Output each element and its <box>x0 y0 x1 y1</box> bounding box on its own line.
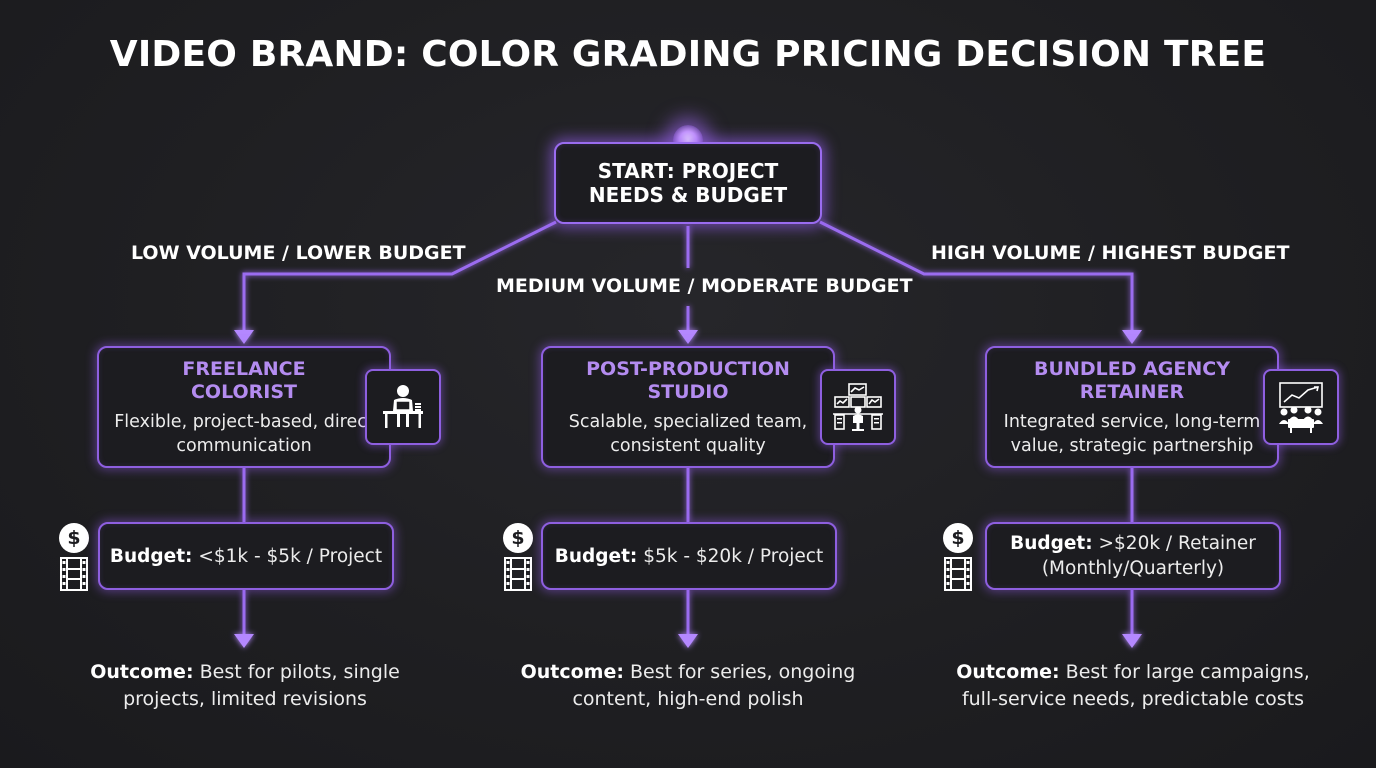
page-title: VIDEO BRAND: COLOR GRADING PRICING DECIS… <box>109 34 1267 75</box>
branch-label-low: LOW VOLUME / LOWER BUDGET <box>131 242 466 264</box>
arrow-head-right-1 <box>1122 330 1142 344</box>
option-node-studio: POST-PRODUCTION STUDIO Scalable, special… <box>541 346 835 468</box>
outcome-label: Outcome: <box>520 661 624 683</box>
outcome-text-freelance: Best for pilots, single projects, limite… <box>123 661 400 710</box>
connector-right <box>819 220 1134 330</box>
film-strip-icon <box>504 557 532 591</box>
budget-label: Budget: <box>109 545 193 567</box>
option-desc-studio: Scalable, specialized team, consistent q… <box>568 412 808 456</box>
option-title-freelance: FREELANCE COLORIST <box>182 358 306 403</box>
dollar-coin-icon: $ <box>503 523 533 553</box>
budget-value-freelance: <$1k - $5k / Project <box>198 545 383 567</box>
outcome-agency: Outcome: Best for large campaigns, full-… <box>943 659 1323 713</box>
outcome-studio: Outcome: Best for series, ongoing conten… <box>508 659 868 713</box>
option-node-freelance: FREELANCE COLORIST Flexible, project-bas… <box>97 346 391 468</box>
start-node: START: PROJECT NEEDS & BUDGET <box>554 142 822 224</box>
budget-label: Budget: <box>1010 533 1093 554</box>
option-title-agency: BUNDLED AGENCY RETAINER <box>1034 358 1230 403</box>
option-desc-freelance: Flexible, project-based, direct communic… <box>114 412 374 456</box>
film-strip-icon <box>60 557 88 591</box>
arrow-head-left-1 <box>234 330 254 344</box>
studio-workstation-icon <box>820 369 896 445</box>
outcome-label: Outcome: <box>90 661 194 683</box>
arrow-head-right-2 <box>1122 634 1142 648</box>
arrow-head-middle-2 <box>678 634 698 648</box>
budget-value-studio: $5k - $20k / Project <box>643 545 824 567</box>
budget-label: Budget: <box>554 545 638 567</box>
outcome-label: Outcome: <box>956 661 1060 683</box>
arrow-head-left-2 <box>234 634 254 648</box>
film-strip-icon <box>944 557 972 591</box>
budget-node-studio: Budget: $5k - $20k / Project <box>541 522 837 590</box>
budget-value-agency: >$20k / Retainer (Monthly/Quarterly) <box>1041 533 1256 579</box>
connector-left <box>242 220 557 330</box>
arrow-head-middle-1 <box>678 330 698 344</box>
option-node-agency: BUNDLED AGENCY RETAINER Integrated servi… <box>985 346 1279 468</box>
budget-node-agency: Budget: >$20k / Retainer (Monthly/Quarte… <box>985 522 1281 590</box>
start-label: START: PROJECT NEEDS & BUDGET <box>588 159 788 207</box>
outcome-text-studio: Best for series, ongoing content, high-e… <box>572 661 856 710</box>
agency-meeting-icon <box>1263 369 1339 445</box>
budget-node-freelance: Budget: <$1k - $5k / Project <box>98 522 394 590</box>
outcome-text-agency: Best for large campaigns, full-service n… <box>961 661 1310 710</box>
outcome-freelance: Outcome: Best for pilots, single project… <box>65 659 425 713</box>
freelancer-at-desk-icon <box>365 369 441 445</box>
option-title-studio: POST-PRODUCTION STUDIO <box>586 358 790 403</box>
dollar-coin-icon: $ <box>943 523 973 553</box>
dollar-coin-icon: $ <box>59 523 89 553</box>
branch-label-medium: MEDIUM VOLUME / MODERATE BUDGET <box>496 275 913 297</box>
option-desc-agency: Integrated service, long-term value, str… <box>1003 412 1261 456</box>
branch-label-high: HIGH VOLUME / HIGHEST BUDGET <box>931 242 1290 264</box>
